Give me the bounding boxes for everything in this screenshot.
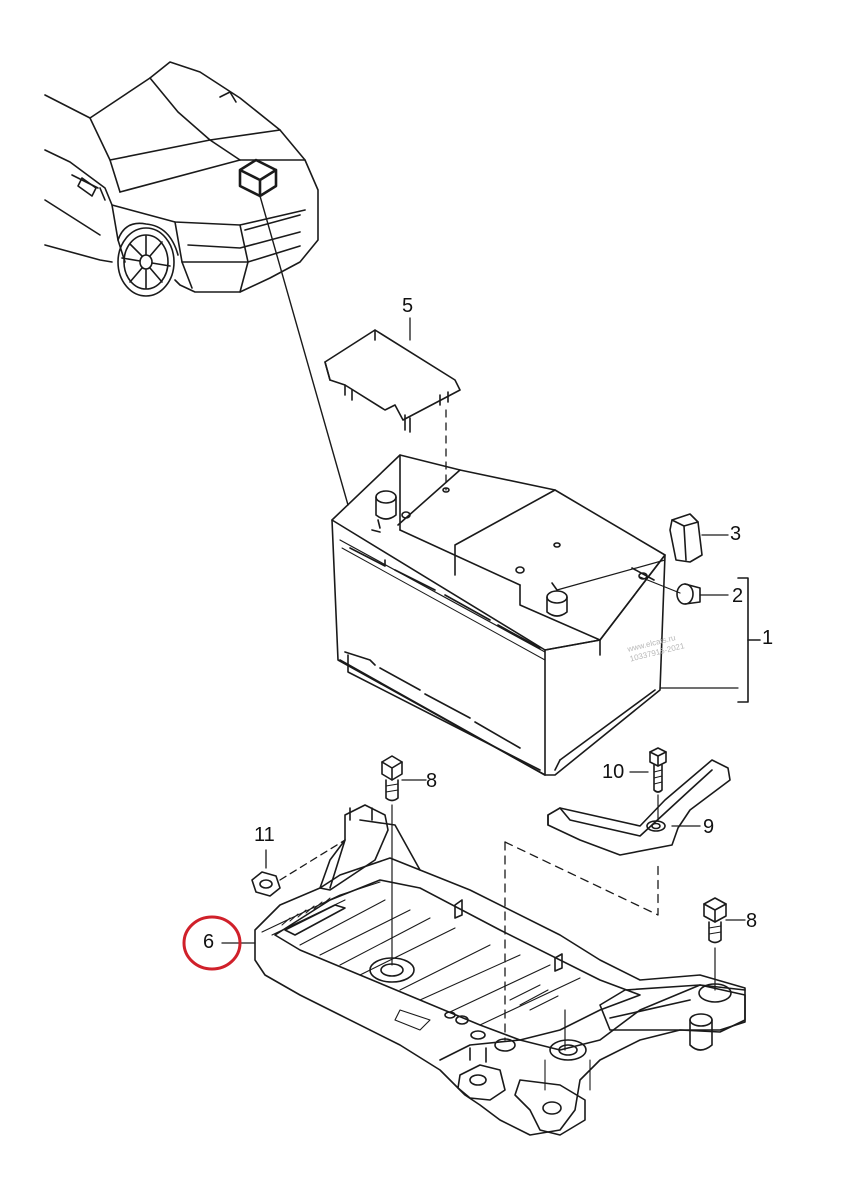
callout-2: 2 <box>732 585 744 607</box>
highlight-circle <box>182 915 242 971</box>
callout-10: 10 <box>602 761 625 783</box>
bolt-part-8-lower <box>703 897 746 991</box>
bolt-part-8-upper <box>381 755 427 966</box>
callout-1: 1 <box>762 627 774 649</box>
location-cube-icon <box>238 158 278 198</box>
callout-11: 11 <box>254 824 275 846</box>
callout-8-lower: 8 <box>746 910 758 932</box>
battery-cover-part-5 <box>324 317 461 491</box>
nut-part-11 <box>251 839 346 897</box>
battery-part-1 <box>331 454 761 776</box>
battery-tray-part-6 <box>254 804 746 1136</box>
plug-part-2 <box>676 583 729 605</box>
callout-3: 3 <box>730 523 742 545</box>
bolt-part-10 <box>629 747 667 821</box>
callout-8-upper: 8 <box>426 770 438 792</box>
terminal-cap-part-3 <box>669 513 729 563</box>
callout-6: 6 <box>203 931 215 953</box>
callout-9: 9 <box>703 816 715 838</box>
callout-5: 5 <box>402 295 414 317</box>
clamp-part-9 <box>547 759 731 856</box>
car-illustration <box>44 61 349 506</box>
